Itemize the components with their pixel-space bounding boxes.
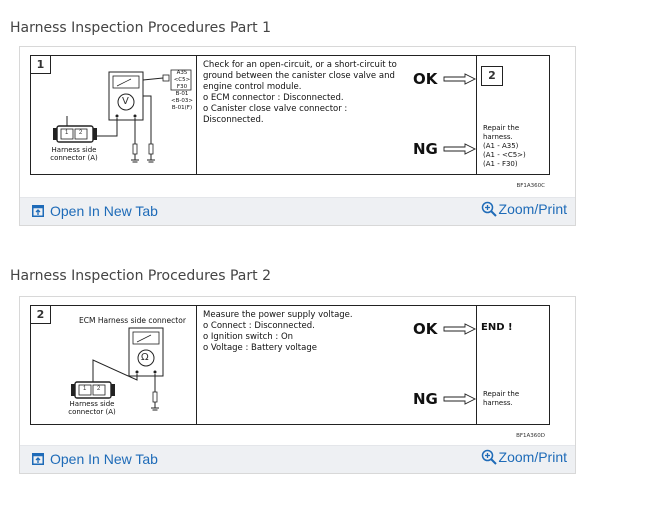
- end-result: END !: [481, 322, 513, 333]
- magnifier-plus-icon: [481, 201, 497, 217]
- procedure-text: Measure the power supply voltage. o Conn…: [203, 310, 353, 353]
- zoom-print-label: Zoom/Print: [498, 201, 567, 217]
- section-title-part-2: Harness Inspection Procedures Part 2: [10, 268, 271, 284]
- next-step-box: 2: [481, 66, 503, 86]
- meter-symbol: V: [122, 96, 129, 107]
- ok-label: OK: [413, 70, 438, 88]
- result-panel: 2 Repair the harness. (A1 - A35) (A1 - <…: [477, 56, 551, 174]
- open-in-new-tab-link[interactable]: Open In New Tab: [32, 451, 158, 467]
- pin-label-2: 2: [79, 130, 83, 136]
- ecm-connector-label: ECM Harness side connector: [79, 316, 186, 325]
- open-in-new-tab-icon: [32, 453, 44, 465]
- pin-label-2: 2: [97, 386, 101, 392]
- ng-result-text: Repair the harness.: [483, 390, 520, 407]
- step-number-box: 1: [31, 56, 51, 74]
- card-footer: Open In New Tab Zoom/Print: [20, 197, 575, 225]
- ok-arrow-icon: [443, 323, 477, 335]
- result-panel: END ! Repair the harness.: [477, 306, 551, 424]
- pin-label-1: 1: [83, 386, 87, 392]
- ok-label: OK: [413, 320, 438, 338]
- figure-code: BF1A360C: [516, 183, 545, 189]
- zoom-print-label: Zoom/Print: [498, 449, 567, 465]
- procedure-card-part-2: 2 ECM Harness side connector: [19, 296, 576, 474]
- ng-result-text: Repair the harness. (A1 - A35) (A1 - <C5…: [483, 124, 526, 168]
- section-title-part-1: Harness Inspection Procedures Part 1: [10, 20, 271, 36]
- ng-arrow-icon: [443, 393, 477, 405]
- procedure-panel: Measure the power supply voltage. o Conn…: [197, 306, 477, 424]
- connector-codes: A35 <C5> F30 B-01 <B-03> B-01(F): [171, 70, 193, 111]
- meter-symbol: Ω: [141, 352, 149, 363]
- open-in-new-tab-link[interactable]: Open In New Tab: [32, 203, 158, 219]
- zoom-print-link[interactable]: Zoom/Print: [481, 449, 567, 465]
- open-in-new-tab-label: Open In New Tab: [50, 451, 158, 467]
- open-in-new-tab-icon: [32, 205, 44, 217]
- wiring-diagram-panel: 1: [31, 56, 197, 174]
- multimeter-diagram: [71, 327, 164, 411]
- open-in-new-tab-label: Open In New Tab: [50, 203, 158, 219]
- procedure-panel: Check for an open-circuit, or a short-ci…: [197, 56, 477, 174]
- figure-code: BF1A360D: [516, 433, 545, 439]
- ng-label: NG: [413, 390, 438, 408]
- multimeter-diagram: [53, 69, 192, 163]
- procedure-figure-part-1[interactable]: 1: [30, 55, 550, 175]
- harness-connector-label: Harness side connector (A): [68, 400, 116, 416]
- procedure-figure-part-2[interactable]: 2 ECM Harness side connector: [30, 305, 550, 425]
- harness-connector-label: Harness side connector (A): [50, 146, 98, 162]
- step-number-box: 2: [31, 306, 51, 324]
- ng-arrow-icon: [443, 143, 477, 155]
- procedure-text: Check for an open-circuit, or a short-ci…: [203, 60, 397, 125]
- procedure-card-part-1: 1: [19, 46, 576, 226]
- ng-label: NG: [413, 140, 438, 158]
- zoom-print-link[interactable]: Zoom/Print: [481, 201, 567, 217]
- card-footer: Open In New Tab Zoom/Print: [20, 445, 575, 473]
- magnifier-plus-icon: [481, 449, 497, 465]
- wiring-diagram-panel: 2 ECM Harness side connector: [31, 306, 197, 424]
- pin-label-1: 1: [65, 130, 69, 136]
- ok-arrow-icon: [443, 73, 477, 85]
